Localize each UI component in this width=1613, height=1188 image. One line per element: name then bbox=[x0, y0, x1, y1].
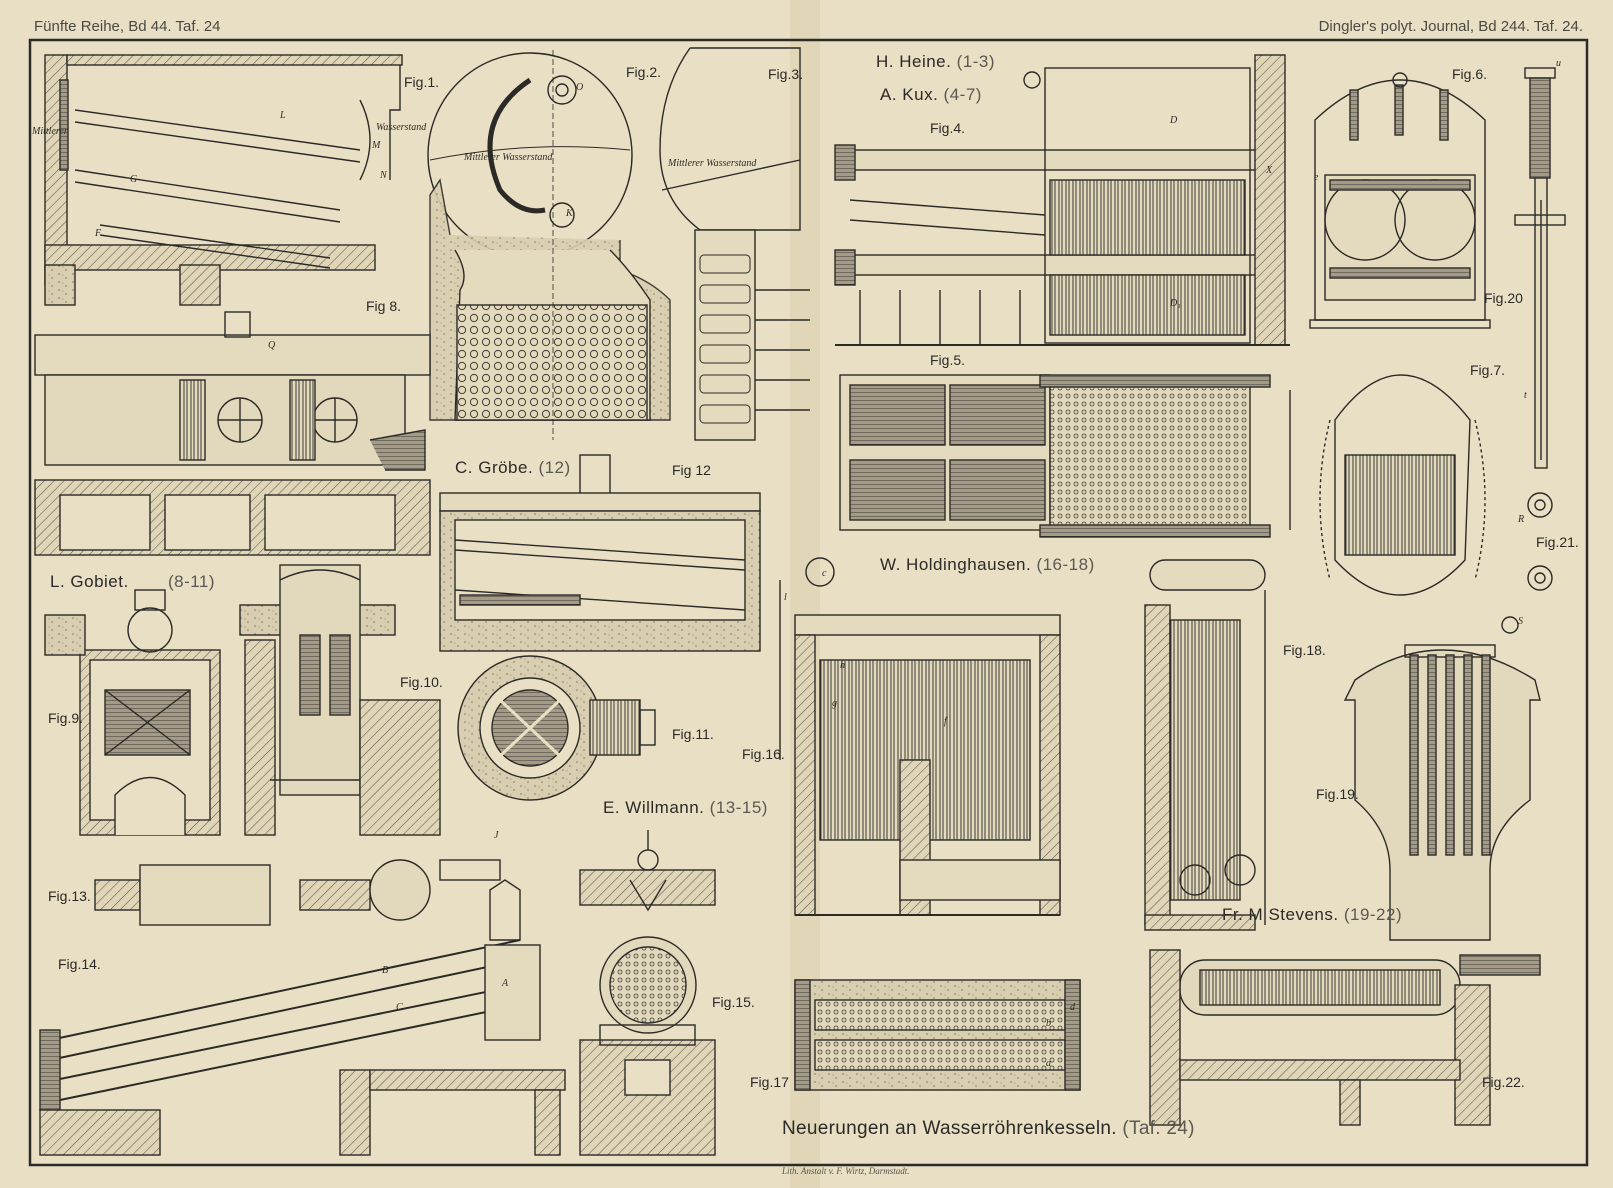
author-heine: H. Heine. (1-3) bbox=[876, 52, 996, 71]
plate-header-right: Dingler's polyt. Journal, Bd 244. Taf. 2… bbox=[1318, 18, 1583, 35]
fig7-label: Fig.7. bbox=[1470, 362, 1506, 378]
author-holdinghausen: W. Holdinghausen. (16-18) bbox=[880, 555, 1095, 574]
annot-e: e bbox=[1314, 172, 1319, 183]
annot-K: K bbox=[566, 208, 573, 219]
annot-mittlerer-wasserstand-fig2: Mittlerer Wasserstand bbox=[464, 152, 553, 163]
annot-J: J bbox=[494, 830, 499, 841]
annot-L: L bbox=[280, 110, 286, 121]
plate-header-left: Fünfte Reihe, Bd 44. Taf. 24 bbox=[34, 18, 221, 35]
fig12-label: Fig 12 bbox=[672, 462, 711, 478]
annot-X: X bbox=[1266, 165, 1273, 176]
annot-S: S bbox=[1518, 616, 1523, 627]
annot-mittlerer-wasserstand-fig3: Mittlerer Wasserstand bbox=[668, 158, 757, 169]
fig12-drawing bbox=[439, 454, 761, 652]
annot-h: h bbox=[840, 660, 845, 671]
fig19-label: Fig.19. bbox=[1316, 786, 1359, 802]
fig14-label: Fig.14. bbox=[58, 956, 101, 972]
fig10-label: Fig.10. bbox=[400, 674, 443, 690]
annot-a: a bbox=[1046, 1058, 1051, 1069]
fig1-label: Fig.1. bbox=[404, 74, 440, 90]
annot-g: g bbox=[832, 698, 837, 709]
plate-frame bbox=[28, 38, 1589, 1167]
annot-f: f bbox=[944, 716, 947, 727]
annot-b: b bbox=[1046, 1018, 1051, 1029]
annot-M: M bbox=[372, 140, 381, 151]
annot-A: A bbox=[502, 978, 509, 989]
fig15-label: Fig.15. bbox=[712, 994, 755, 1010]
fig13-label: Fig.13. bbox=[48, 888, 91, 904]
annot-B: B bbox=[382, 965, 389, 976]
fig5-label: Fig.5. bbox=[930, 352, 966, 368]
annot-c: c bbox=[822, 568, 827, 579]
annot-G: G bbox=[130, 174, 138, 185]
fig1-drawing bbox=[44, 54, 403, 306]
fig22-label: Fig.22. bbox=[1482, 1074, 1525, 1090]
author-gobiet: L. Gobiet. (8-11) bbox=[50, 572, 216, 591]
fig4-label: Fig.4. bbox=[930, 120, 966, 136]
annot-N: N bbox=[380, 170, 387, 181]
fig20-drawing bbox=[1514, 67, 1566, 591]
fig9-drawing bbox=[44, 589, 221, 836]
fig10-drawing bbox=[239, 564, 441, 836]
fig4-drawing bbox=[834, 54, 1290, 346]
fig2-label: Fig.2. bbox=[626, 64, 662, 80]
annot-wasserstand: Wasserstand bbox=[376, 122, 427, 133]
fig7-drawing bbox=[1319, 374, 1486, 596]
annot-u: u bbox=[1556, 58, 1561, 69]
annot-Q: Q bbox=[268, 340, 276, 351]
fig13-14-drawing bbox=[39, 859, 566, 1156]
fig19-drawing bbox=[1343, 616, 1541, 941]
annot-mittlerer: Mittlerer bbox=[32, 126, 68, 137]
annot-d: d bbox=[1070, 1002, 1075, 1013]
fig18-label: Fig.18. bbox=[1283, 642, 1326, 658]
fig3-drawing bbox=[659, 47, 810, 441]
fig6-drawing bbox=[1309, 72, 1491, 329]
fig8-label: Fig 8. bbox=[366, 298, 402, 314]
annot-O: O bbox=[576, 82, 584, 93]
fig16-drawing bbox=[779, 557, 1061, 916]
annot-l: l bbox=[784, 592, 787, 603]
fig20-label: Fig.20 bbox=[1484, 290, 1523, 306]
fig17-drawing bbox=[794, 979, 1081, 1091]
fig6-label: Fig.6. bbox=[1452, 66, 1488, 82]
annot-D: D bbox=[1170, 115, 1178, 126]
fig16-label: Fig.16. bbox=[742, 746, 785, 762]
fig22-drawing bbox=[1149, 949, 1541, 1126]
author-stevens: Fr. M Stevens. (19-22) bbox=[1222, 905, 1403, 924]
author-willmann: E. Willmann. (13-15) bbox=[603, 798, 768, 817]
plate-title: Neuerungen an Wasserröhrenkesseln. (Taf.… bbox=[782, 1118, 1195, 1139]
fig21-label: Fig.21. bbox=[1536, 534, 1579, 550]
fig3-label: Fig.3. bbox=[768, 66, 804, 82]
author-kux: A. Kux. (4-7) bbox=[880, 85, 982, 104]
fig2-drawing bbox=[427, 50, 671, 440]
annot-R: R bbox=[1518, 514, 1525, 525]
annot-F: F bbox=[95, 228, 102, 239]
fig11-label: Fig.11. bbox=[672, 726, 714, 742]
fig5-drawing bbox=[839, 374, 1291, 538]
fig17-label: Fig.17 bbox=[750, 1074, 789, 1090]
author-groebe: C. Gröbe. (12) bbox=[455, 458, 571, 477]
fig15-drawing bbox=[579, 830, 716, 1156]
annot-D1: D₁ bbox=[1170, 298, 1181, 309]
annot-C: C bbox=[396, 1002, 403, 1013]
annot-t: t bbox=[1524, 390, 1527, 401]
fig9-label: Fig.9. bbox=[48, 710, 84, 726]
fig8-drawing bbox=[34, 311, 431, 556]
lithographer-credit: Lith. Anstalt v. F. Wirtz, Darmstadt. bbox=[782, 1166, 910, 1176]
fig18-drawing bbox=[1144, 559, 1266, 931]
fig11-drawing bbox=[457, 655, 656, 801]
